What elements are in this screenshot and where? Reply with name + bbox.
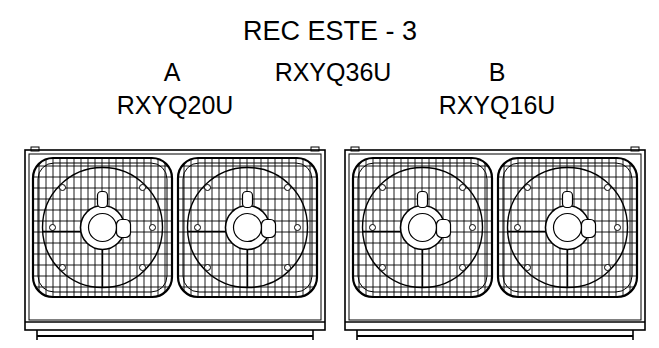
- unit-casing: [25, 150, 325, 330]
- unit-model: RXYQ16U: [439, 93, 556, 118]
- casing-tab: [351, 147, 359, 151]
- casing-tab: [31, 147, 39, 151]
- unit-inner-frame: [29, 154, 321, 320]
- base-frame: [37, 335, 313, 337]
- casing-tab: [631, 147, 639, 151]
- fan-grille: [498, 158, 637, 297]
- unit-letter: B: [489, 60, 506, 85]
- unit-foot: [632, 330, 634, 340]
- casing-tab: [311, 147, 319, 151]
- title: REC ESTE - 3: [243, 18, 417, 45]
- fan-grille: [178, 158, 317, 297]
- fan-grille: [353, 158, 492, 297]
- unit-letter: A: [164, 60, 181, 85]
- system-model: RXYQ36U: [275, 60, 392, 85]
- unit-foot: [356, 330, 358, 340]
- base-frame: [357, 335, 633, 337]
- unit-foot: [312, 330, 314, 340]
- outdoor-unit: [345, 147, 645, 340]
- unit-casing: [345, 150, 645, 330]
- unit-model: RXYQ20U: [117, 93, 234, 118]
- outdoor-unit: [25, 147, 325, 340]
- unit-foot: [36, 330, 38, 340]
- base-rail: [25, 321, 325, 322]
- base-rail: [345, 321, 645, 322]
- fan-grille: [33, 158, 172, 297]
- unit-inner-frame: [349, 154, 641, 320]
